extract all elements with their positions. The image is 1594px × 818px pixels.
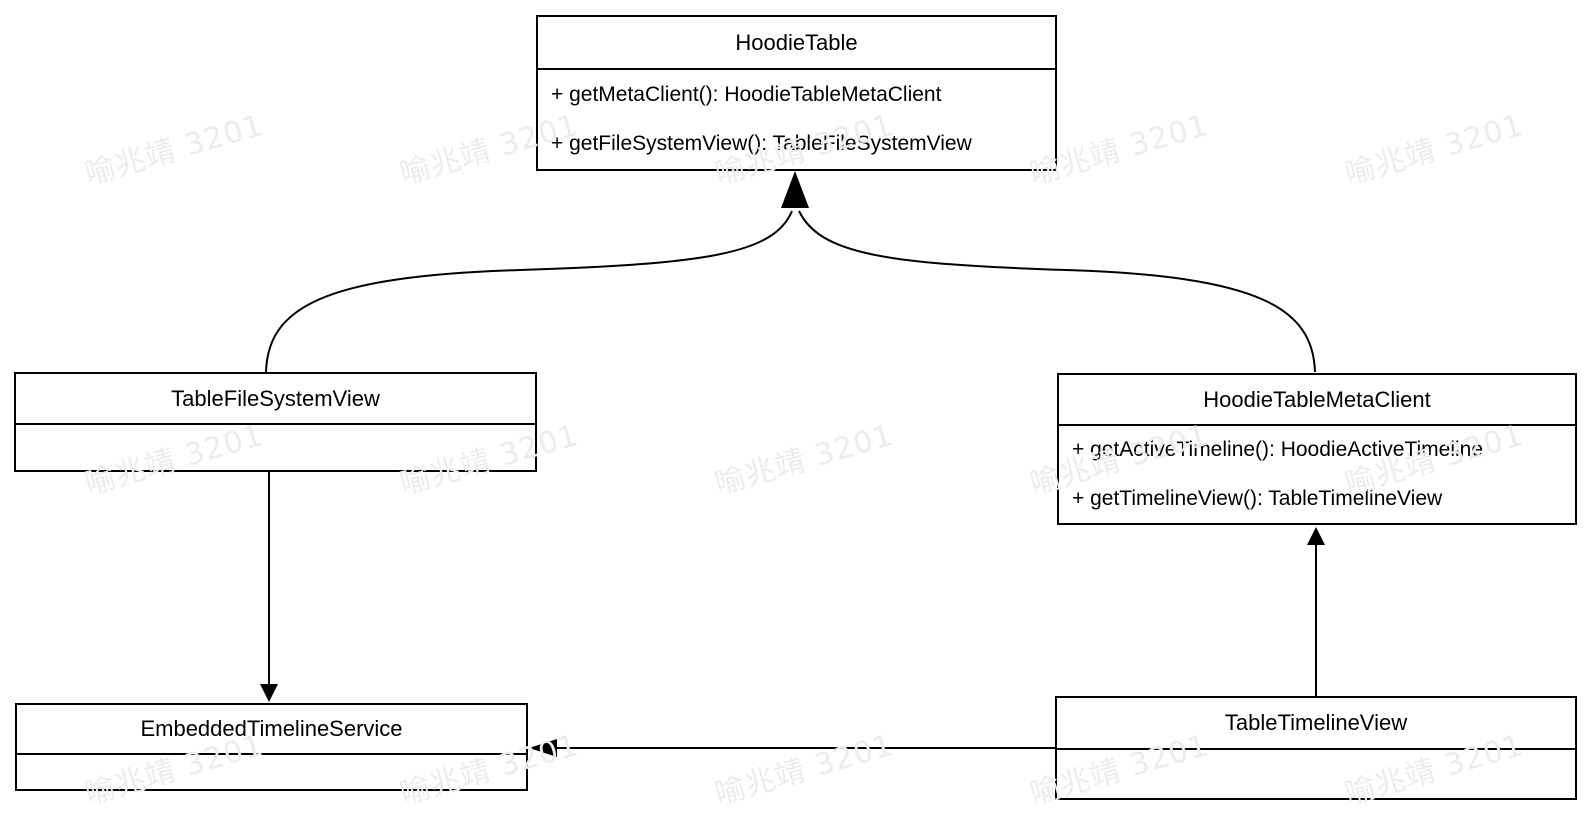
- class-box-embeddedtimelineservice: EmbeddedTimelineService: [15, 703, 528, 791]
- class-methods-hoodietablemetaclient: + getActiveTimeline(): HoodieActiveTimel…: [1059, 426, 1575, 523]
- edge-tabletimelineview-to-hoodietablemetaclient: [1307, 527, 1325, 696]
- class-method: + getFileSystemView(): TableFileSystemVi…: [551, 132, 972, 156]
- class-box-hoodietablemetaclient: HoodieTableMetaClient + getActiveTimelin…: [1057, 373, 1577, 525]
- class-title-hoodietablemetaclient: HoodieTableMetaClient: [1059, 375, 1575, 426]
- class-title-hoodietable: HoodieTable: [538, 17, 1055, 70]
- edge-tablefilesystemview-to-hoodietable: [265, 210, 793, 373]
- edge-tablefilesystemview-to-embeddedtimelineservice: [260, 472, 278, 702]
- class-title-tablefilesystemview: TableFileSystemView: [16, 374, 535, 425]
- class-method: + getActiveTimeline(): HoodieActiveTimel…: [1072, 438, 1484, 462]
- edge-tabletimelineview-to-embeddedtimelineservice: [529, 739, 1055, 757]
- arrowhead-into-hoodietable: [781, 171, 809, 208]
- arrowhead-into-embeddedtimelineservice-top: [260, 684, 278, 702]
- class-box-tabletimelineview: TableTimelineView: [1055, 696, 1577, 800]
- class-methods-empty: [16, 425, 535, 470]
- class-methods-empty: [1057, 750, 1575, 798]
- class-methods-hoodietable: + getMetaClient(): HoodieTableMetaClient…: [538, 70, 1055, 169]
- class-title-tabletimelineview: TableTimelineView: [1057, 698, 1575, 750]
- class-box-hoodietable: HoodieTable + getMetaClient(): HoodieTab…: [536, 15, 1057, 171]
- class-methods-empty: [17, 755, 526, 789]
- class-title-embeddedtimelineservice: EmbeddedTimelineService: [17, 705, 526, 755]
- arrowhead-into-embeddedtimelineservice-right: [529, 739, 557, 757]
- class-box-tablefilesystemview: TableFileSystemView: [14, 372, 537, 472]
- arrowhead-into-hoodietablemetaclient-bottom: [1307, 527, 1325, 545]
- class-method: + getTimelineView(): TableTimelineView: [1072, 486, 1443, 510]
- class-method: + getMetaClient(): HoodieTableMetaClient: [551, 82, 942, 106]
- edge-hoodietablemetaclient-to-hoodietable: [798, 210, 1316, 373]
